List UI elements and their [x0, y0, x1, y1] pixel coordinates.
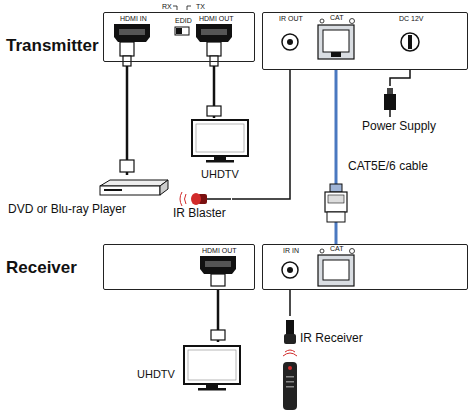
- device-heading: Transmitter: [6, 37, 99, 56]
- disc-player: [100, 180, 168, 195]
- ir-receiver: [283, 320, 297, 410]
- edid-switch: [173, 6, 191, 35]
- power-plug: [384, 88, 396, 117]
- hdmi-port: [196, 24, 232, 42]
- dc-jack: [401, 33, 419, 51]
- device-label: IR Blaster: [173, 207, 226, 220]
- ir-receiver-node: IR Receiver: [272, 316, 368, 416]
- ir-blaster-node: IR Blaster: [170, 190, 232, 224]
- player-node: DVD or Blu-ray Player: [5, 175, 170, 223]
- switch-label: RX: [162, 3, 172, 11]
- ir-blaster: [180, 192, 231, 206]
- device-label: UHDTV: [201, 168, 239, 180]
- receiver-front-panel: ReceiverHDMI OUT: [103, 244, 255, 290]
- port-label: DC 12V: [399, 15, 424, 23]
- port-label: HDMI IN: [120, 15, 147, 23]
- rj45-plug: [325, 184, 347, 222]
- cable-label: CAT5E/6 cable: [346, 160, 430, 173]
- port-label: CAT: [330, 14, 343, 22]
- hdmi-port: [200, 256, 236, 274]
- tv-node: UHDTV: [185, 118, 255, 186]
- hdmi-port: [114, 24, 150, 42]
- port-label: HDMI OUT: [202, 247, 237, 255]
- port-label: HDMI OUT: [199, 15, 234, 23]
- switch-label: TX: [196, 3, 205, 11]
- tv-set: [192, 120, 248, 163]
- switch-label: EDID: [175, 17, 192, 25]
- device-label: Power Supply: [362, 120, 436, 133]
- transmitter-back-panel: IR OUT CAT DC 12V: [262, 12, 468, 70]
- device-label: IR Receiver: [300, 332, 363, 345]
- device-label: DVD or Blu-ray Player: [8, 203, 126, 216]
- hdmi-cable: [126, 62, 129, 175]
- power-cable: [390, 70, 410, 86]
- transmitter-front-panel: TransmitterHDMI INRXEDIDTXHDMI OUT: [103, 12, 255, 62]
- port-label: IR IN: [283, 247, 299, 255]
- ir-jack: [282, 262, 298, 278]
- ir-jack: [282, 34, 298, 50]
- rj45-port: [318, 249, 355, 287]
- ir-cable: [289, 290, 291, 316]
- device-label: UHDTV: [137, 368, 175, 380]
- power-supply-node: Power Supply: [358, 86, 442, 136]
- tv-node: UHDTV: [133, 342, 243, 397]
- receiver-back-panel: IR IN CAT: [262, 244, 468, 290]
- device-heading: Receiver: [6, 259, 77, 278]
- rj45-port: [318, 19, 355, 60]
- port-label: IR OUT: [279, 15, 303, 23]
- tv-set: [184, 346, 240, 391]
- port-label: CAT: [330, 245, 343, 253]
